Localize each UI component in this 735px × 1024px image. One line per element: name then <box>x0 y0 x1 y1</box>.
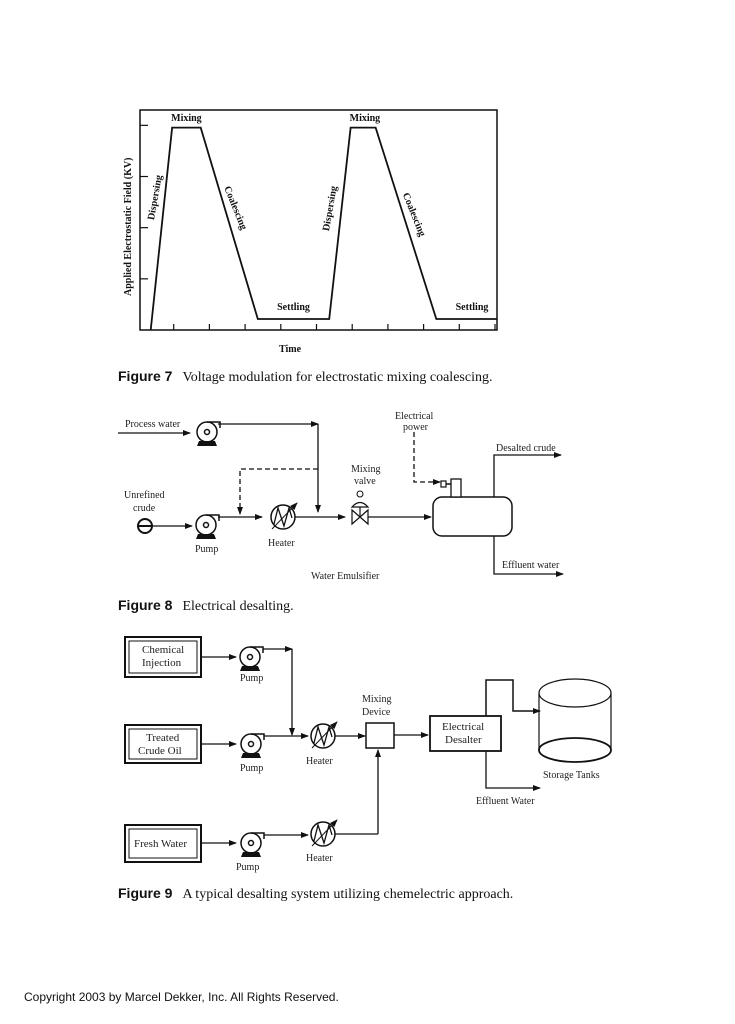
water-pump-icon <box>240 832 265 857</box>
chemical-injection-label-2: Injection <box>142 657 182 669</box>
desalted-crude-label: Desalted crude <box>496 443 556 454</box>
mixing-device-label-2: Device <box>362 707 391 718</box>
mixing-valve-icon <box>350 490 370 526</box>
figure-8-text: Electrical desalting. <box>182 599 294 614</box>
chemical-pump-icon <box>239 646 264 671</box>
pump-label-3: Pump <box>236 862 259 873</box>
chemical-injection-box <box>124 636 202 678</box>
figure-9-text: A typical desalting system utilizing che… <box>182 887 514 902</box>
chart-series <box>149 126 497 331</box>
figure-9-label: Figure 9 <box>118 885 173 901</box>
heater-label: Heater <box>268 538 295 549</box>
annotation-label: Dispersing <box>321 185 340 232</box>
effluent-water-label: Effluent water <box>502 560 560 571</box>
figure-7-text: Voltage modulation for electrostatic mix… <box>182 370 493 385</box>
effluent-water-label-9: Effluent Water <box>476 796 535 807</box>
process-water-pump-icon <box>196 421 221 446</box>
fresh-water-label: Fresh Water <box>134 838 187 850</box>
copyright-footer: Copyright 2003 by Marcel Dekker, Inc. Al… <box>24 990 339 1004</box>
mixing-valve-label-2: valve <box>354 476 376 487</box>
chemical-injection-label-1: Chemical <box>142 644 184 656</box>
transformer-terminal-icon <box>440 480 447 488</box>
annotation-label: Mixing <box>171 113 202 124</box>
annotation-label: Settling <box>277 302 310 313</box>
figure-8-label: Figure 8 <box>118 597 173 613</box>
mixing-valve-label-1: Mixing <box>351 464 380 475</box>
electrical-desalter-label-1: Electrical <box>442 721 484 733</box>
unrefined-crude-label-1: Unrefined <box>124 490 165 501</box>
crude-pump-icon <box>240 733 265 758</box>
desalter-vessel <box>432 496 513 537</box>
transformer-icon <box>450 478 462 498</box>
crude-heater-icon <box>310 721 338 749</box>
pump-label-1: Pump <box>240 673 263 684</box>
fresh-water-box <box>124 824 202 863</box>
electrical-desalter-label-2: Desalter <box>445 734 482 746</box>
storage-tanks-label: Storage Tanks <box>543 770 600 781</box>
series-line <box>149 126 497 331</box>
annotation-label: Mixing <box>350 113 381 124</box>
unrefined-crude-label-2: crude <box>133 503 156 514</box>
y-axis-label: Applied Electrostatic Field (KV) <box>123 158 134 296</box>
process-water-label: Process water <box>125 419 181 430</box>
electrical-power-label-1: Electrical <box>395 411 434 422</box>
storage-tank-icon <box>538 678 612 763</box>
effluent-water-line <box>493 536 564 577</box>
desalter-to-storage-line <box>485 679 541 716</box>
heater-icon <box>270 502 298 530</box>
recycle-dashed-line <box>237 468 318 515</box>
heater-label-1: Heater <box>306 756 333 767</box>
water-emulsifier-label: Water Emulsifier <box>311 571 380 582</box>
figure-8-caption: Figure 8 Electrical desalting. <box>118 597 294 615</box>
heater-label-2: Heater <box>306 853 333 864</box>
water-heater-icon <box>310 819 338 847</box>
desalted-crude-line <box>493 452 562 497</box>
electrical-power-label-2: power <box>403 422 429 433</box>
plot-frame <box>139 109 498 331</box>
mixing-device-label-1: Mixing <box>362 694 391 705</box>
figure-9-caption: Figure 9 A typical desalting system utili… <box>118 885 513 903</box>
mixing-device-box <box>365 722 395 749</box>
pump-label: Pump <box>195 544 218 555</box>
figure-7-label: Figure 7 <box>118 368 173 384</box>
chart-ticks <box>140 124 496 330</box>
effluent-water-line-9 <box>485 751 541 791</box>
chart-axes <box>139 109 498 331</box>
figure-7-caption: Figure 7 Voltage modulation for electrost… <box>118 368 492 386</box>
electrical-power-dashed-line <box>413 432 441 485</box>
electrical-desalter-box <box>429 715 502 752</box>
annotation-label: Settling <box>456 302 489 313</box>
crude-pump-icon <box>195 514 220 539</box>
treated-crude-label-2: Crude Oil <box>138 745 182 757</box>
crude-source-icon <box>137 518 153 534</box>
x-axis-label: Time <box>279 344 302 355</box>
pump-label-2: Pump <box>240 763 263 774</box>
treated-crude-box <box>124 724 202 764</box>
annotation-label: Dispersing <box>146 174 165 221</box>
treated-crude-label-1: Treated <box>146 732 180 744</box>
